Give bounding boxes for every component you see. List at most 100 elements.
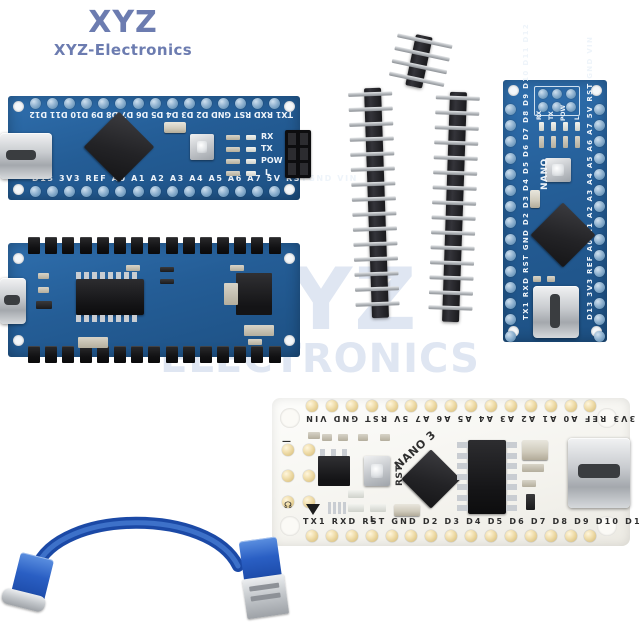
- mounting-hole: [13, 101, 24, 112]
- mounting-hole: [597, 408, 617, 428]
- pin-pad-row-bottom: [306, 530, 597, 542]
- pin-pad-column-left: [505, 104, 516, 342]
- smd-resistor: [338, 434, 348, 441]
- smd-resistor: [226, 171, 240, 176]
- mounting-hole: [13, 335, 24, 346]
- smd-resistor: [226, 159, 240, 164]
- soic-chip-legs-right: [506, 442, 517, 512]
- pin-one-marker: ☊: [284, 501, 292, 511]
- mounting-hole: [508, 85, 519, 96]
- mounting-hole: [284, 184, 295, 195]
- silk-bottom-pin-labels: TX1 RXD RST GND D2 D3 D4 D5 D6 D7 D8 D9 …: [303, 517, 640, 526]
- usb-c-port-board2: [0, 278, 26, 324]
- power-led: [563, 122, 568, 131]
- tx-led: [246, 147, 256, 152]
- silk-board-name: NANO: [540, 158, 550, 190]
- pin-pad-row-bottom: [30, 186, 281, 197]
- smd-resistor: [230, 265, 244, 271]
- icsp-pad-array: [534, 86, 580, 116]
- mounting-hole: [591, 85, 602, 96]
- smd-capacitor: [244, 325, 274, 336]
- brand-logo-wordmark: XYZ-Electronics: [53, 41, 193, 59]
- smd-capacitor: [358, 434, 368, 441]
- crystal-oscillator: [164, 122, 186, 133]
- smd-diode: [160, 279, 174, 284]
- silk-left-pin-labels: TX1 RXD RST GND D2 D3 D4 D5 D6 D7 D8 D9 …: [522, 23, 530, 320]
- soic-chip-legs-left: [457, 442, 468, 512]
- led-label-tx: TX: [548, 111, 555, 120]
- smd-resistor: [539, 136, 544, 148]
- soic-chip-legs-bottom: [76, 315, 144, 322]
- led-label-rx: RX: [261, 132, 274, 141]
- led-label-pow: POW: [560, 104, 567, 121]
- soic-chip-legs-top: [76, 272, 144, 279]
- mounting-hole: [284, 101, 295, 112]
- regulator-legs: [320, 449, 348, 456]
- brand-logo: XYZ XYZ-Electronics: [28, 6, 218, 70]
- led-label-l: L: [265, 168, 271, 177]
- smd-resistor: [38, 273, 49, 279]
- brand-logo-mark: XYZ: [88, 5, 158, 40]
- smd-diode: [160, 267, 174, 272]
- pin-pad-column-left: [282, 444, 294, 508]
- product-nano-blue-bottom: [8, 237, 300, 363]
- led-label-l: L: [574, 116, 581, 120]
- mounting-hole: [597, 516, 617, 536]
- soic-chip: [76, 279, 144, 315]
- smd-capacitor: [78, 337, 108, 348]
- reset-button[interactable]: [364, 456, 390, 486]
- smd-transistor: [526, 494, 535, 510]
- polarity-triangle-icon: [306, 504, 320, 515]
- led-label-pow: POW: [261, 156, 283, 165]
- smd-resistor: [522, 464, 544, 472]
- smd-resistor: [322, 434, 332, 441]
- product-pin-header-long-right: [428, 91, 482, 323]
- crystal-oscillator: [522, 440, 548, 460]
- tx-led: [551, 122, 556, 131]
- led-label-tx: TX: [261, 144, 273, 153]
- smd-capacitor: [380, 434, 390, 441]
- mounting-hole: [13, 253, 24, 264]
- voltage-regulator: [318, 456, 350, 486]
- pin-pad-column-left-inner: [303, 444, 315, 508]
- usb-c-port-board1: [0, 133, 52, 179]
- pin-pad-column-right: [594, 104, 605, 342]
- smd-resistor: [533, 276, 541, 282]
- smd-resistor: [38, 287, 49, 293]
- power-led: [246, 159, 256, 164]
- product-nano-white: D13 3V3 REF A0 A1 A2 A3 A4 A5 A6 A7 5V R…: [272, 398, 640, 546]
- usb-c-port-board4: [568, 438, 630, 508]
- smd-resistor: [248, 339, 262, 345]
- smd-resistor: [126, 265, 140, 271]
- silk-top-pin-labels: TX1 RXD RST GND D2 D3 D4 D5 D6 D7 D8 D9 …: [29, 110, 293, 119]
- smd-resistor: [547, 276, 555, 282]
- crystal-oscillator: [530, 190, 540, 208]
- soldered-header-row-bottom: [28, 346, 281, 363]
- microcontroller-chip: [83, 111, 155, 183]
- smd-resistor: [308, 432, 320, 439]
- mounting-hole: [280, 516, 300, 536]
- mounting-hole: [284, 253, 295, 264]
- reset-button[interactable]: [545, 158, 571, 182]
- usb-a-plug-icon: [241, 573, 290, 620]
- silk-right-pin-labels: D13 3V3 REF A0 A1 A2 A3 A4 A5 A6 A7 5V R…: [586, 35, 594, 320]
- smd-resistor: [226, 147, 240, 152]
- l-led: [246, 171, 256, 176]
- usb-cable-connector-a: [233, 534, 304, 622]
- icsp-header: [285, 130, 311, 178]
- silk-top-pin-labels: D13 3V3 REF A0 A1 A2 A3 A4 A5 A6 A7 5V R…: [304, 414, 636, 423]
- board-edge-marker: —: [282, 437, 291, 447]
- reset-button[interactable]: [190, 134, 214, 160]
- led-label-l: L: [370, 515, 376, 524]
- voltage-regulator: [236, 273, 272, 315]
- smd-resistor: [226, 135, 240, 140]
- mounting-hole: [280, 408, 300, 428]
- mounting-hole: [13, 184, 24, 195]
- pin-pad-row-top: [306, 400, 597, 412]
- mounting-hole: [284, 335, 295, 346]
- rx-led: [539, 122, 544, 131]
- l-led: [575, 122, 580, 131]
- test-pad-block: [328, 502, 350, 514]
- smd-led: [348, 504, 364, 512]
